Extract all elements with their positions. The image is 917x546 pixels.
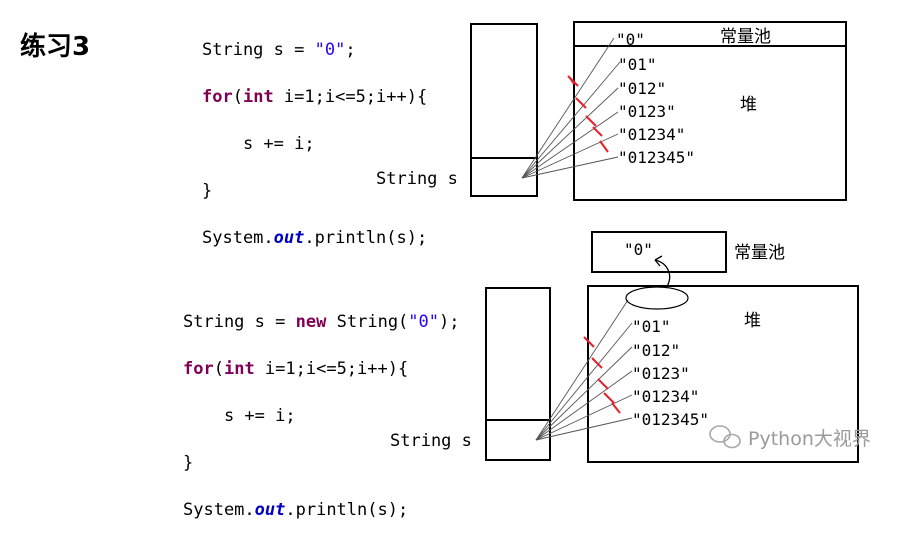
page-title: 练习3 bbox=[20, 32, 91, 62]
string-value: "012345" bbox=[618, 148, 696, 167]
pool-label-1: 常量池 bbox=[720, 27, 771, 47]
heap-label-1: 堆 bbox=[740, 95, 757, 115]
code-line: s += i; bbox=[223, 405, 296, 426]
string-value: "0123" bbox=[618, 102, 676, 121]
heap-object-ellipse bbox=[625, 286, 689, 310]
code-line: System.out.println(s); bbox=[183, 499, 409, 520]
string-value: "012345" bbox=[632, 410, 710, 429]
code-line: for(int i=1;i<=5;i++){ bbox=[202, 86, 428, 107]
pool-box-2 bbox=[591, 231, 727, 273]
stack-box-1 bbox=[470, 23, 538, 197]
string-value: "01" bbox=[618, 55, 657, 74]
code-line: System.out.println(s); bbox=[202, 227, 428, 248]
memory-diagram bbox=[470, 21, 859, 463]
string-value: "01" bbox=[632, 317, 671, 336]
pool-label-2: 常量池 bbox=[734, 243, 785, 263]
stack-label-2: String s bbox=[390, 431, 472, 451]
watermark: Python大视界 bbox=[748, 428, 871, 450]
stack-label-1: String s bbox=[376, 169, 458, 189]
string-value: "01234" bbox=[632, 387, 700, 406]
code-line: } bbox=[183, 452, 194, 473]
code-line: String s = "0"; bbox=[202, 39, 356, 60]
code-block-1: String s = "0"; for(int i=1;i<=5;i++){ s… bbox=[202, 15, 427, 274]
string-value: "01234" bbox=[618, 125, 686, 144]
code-line: s += i; bbox=[242, 133, 315, 154]
string-value: "0123" bbox=[632, 364, 690, 383]
string-value: "0" bbox=[616, 30, 645, 49]
string-value: "012" bbox=[632, 341, 681, 360]
curved-arrow-icon bbox=[654, 259, 671, 289]
code-line: } bbox=[202, 180, 213, 201]
pool-value: "0" bbox=[624, 240, 653, 259]
heap-box-1 bbox=[573, 21, 847, 201]
heap-box-2 bbox=[587, 285, 859, 463]
heap-label-2: 堆 bbox=[744, 311, 761, 331]
wechat-icon bbox=[709, 425, 741, 449]
string-value: "012" bbox=[618, 79, 667, 98]
code-line: String s = new String("0"); bbox=[183, 311, 460, 332]
stack-box-2 bbox=[485, 287, 551, 461]
code-line: for(int i=1;i<=5;i++){ bbox=[183, 358, 409, 379]
